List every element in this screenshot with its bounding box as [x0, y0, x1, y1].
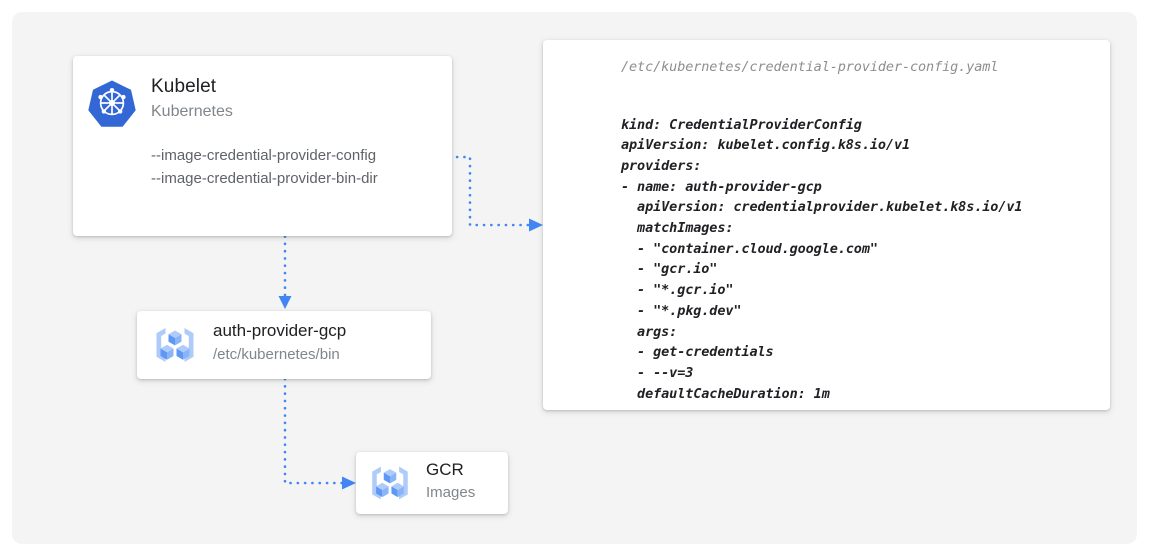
config-file-path: /etc/kubernetes/credential-provider-conf…: [621, 59, 999, 75]
config-file-content: kind: CredentialProviderConfig apiVersio…: [621, 116, 1023, 402]
kubelet-subtitle: Kubernetes: [151, 103, 233, 120]
kubernetes-icon: [88, 80, 136, 127]
gcr-title: GCR: [426, 460, 464, 479]
auth-provider-title: auth-provider-gcp: [213, 321, 347, 340]
node-card-auth-provider-gcp[interactable]: auth-provider-gcp /etc/kubernetes/bin: [137, 311, 431, 379]
container-registry-icon: [372, 466, 408, 500]
node-card-gcr[interactable]: GCR Images: [356, 452, 508, 514]
kubelet-flag-image-credential-provider-bin-dir: --image-credential-provider-bin-dir: [151, 170, 378, 187]
auth-provider-subtitle: /etc/kubernetes/bin: [213, 346, 340, 363]
gcr-subtitle: Images: [426, 484, 476, 501]
node-card-kubelet[interactable]: Kubelet Kubernetes --image-credential-pr…: [73, 56, 452, 236]
container-registry-icon: [156, 328, 194, 362]
kubelet-title: Kubelet: [151, 76, 217, 97]
config-file-panel[interactable]: /etc/kubernetes/credential-provider-conf…: [543, 40, 1110, 410]
kubelet-flag-image-credential-provider-config: --image-credential-provider-config: [151, 147, 377, 164]
